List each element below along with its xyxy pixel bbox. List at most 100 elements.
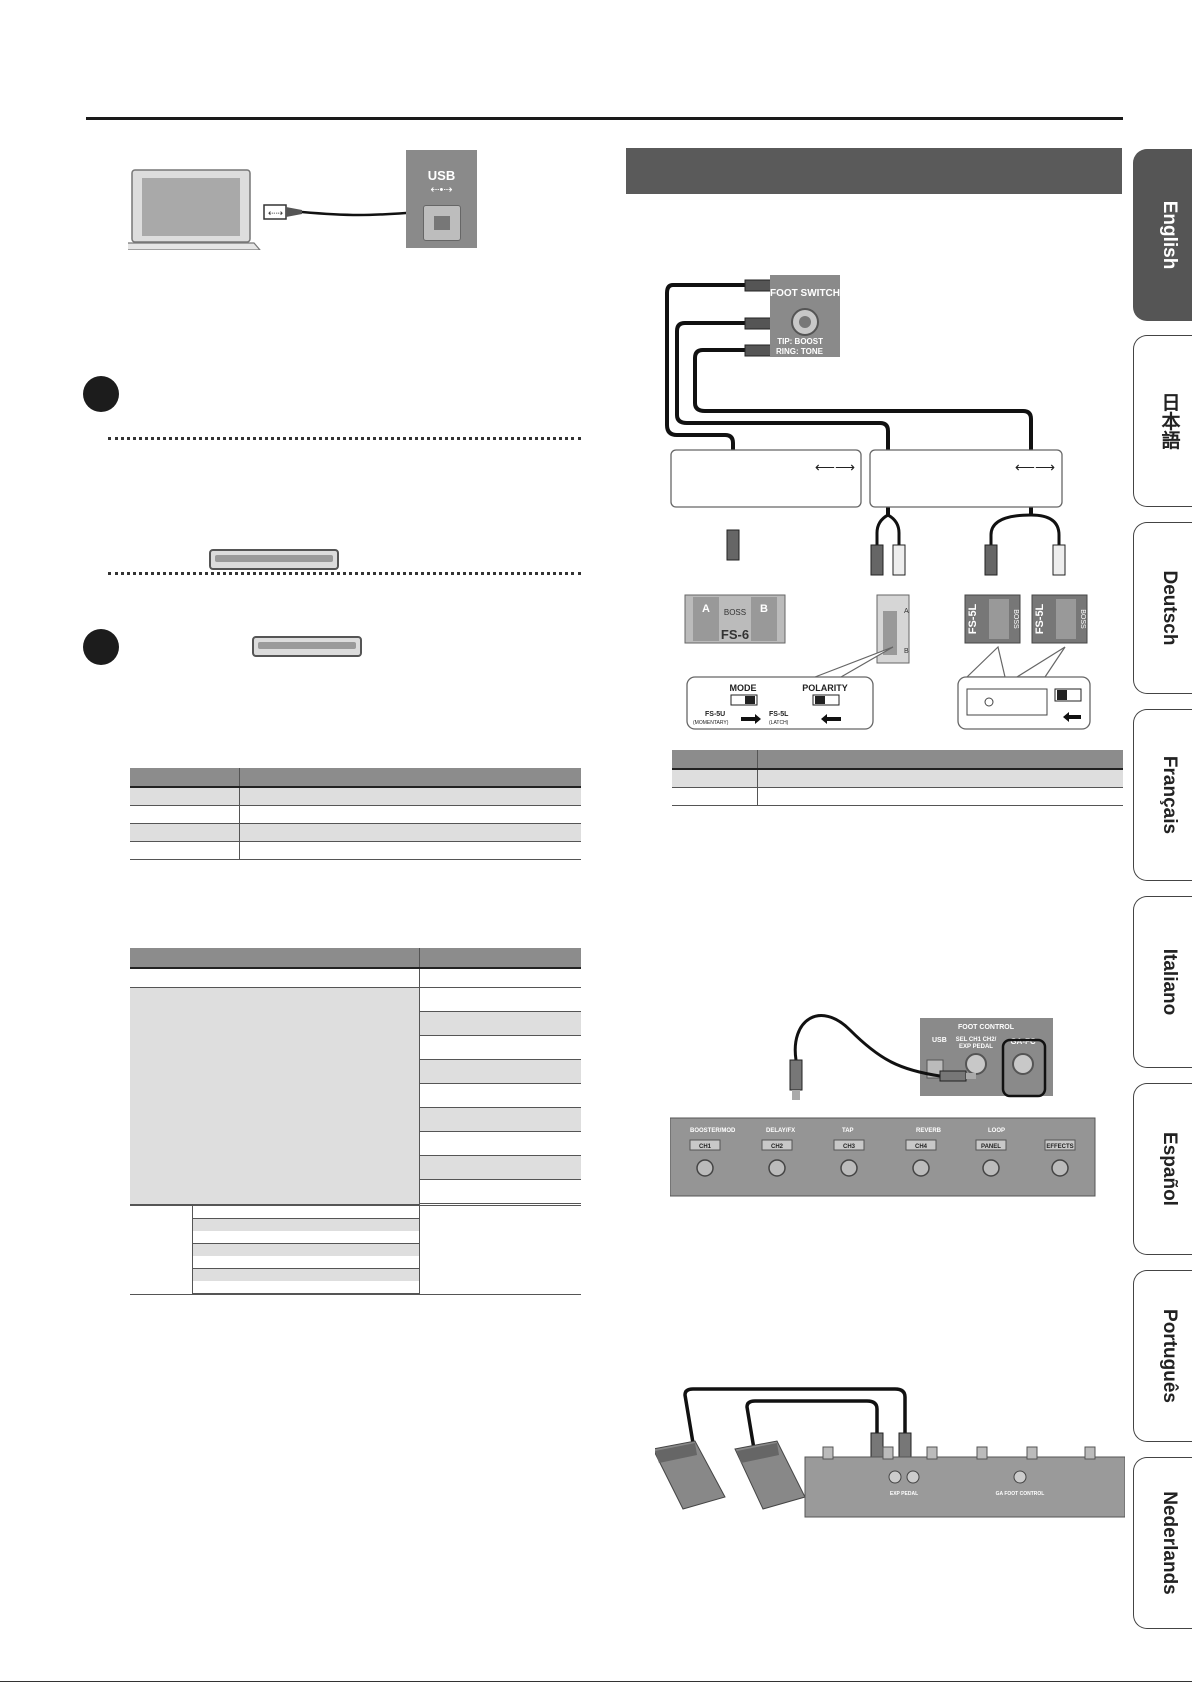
table-cell xyxy=(420,1012,581,1036)
ga-fc-footswitch-icon xyxy=(912,1159,930,1177)
note-divider-top xyxy=(108,437,581,440)
table-cell xyxy=(420,1180,581,1204)
svg-text:FS-5U: FS-5U xyxy=(705,711,725,718)
settings-table-3 xyxy=(672,750,1123,806)
ga-fc-group-label: LOOP xyxy=(988,1128,1005,1134)
ga-fc-button-label: CH1 xyxy=(699,1144,712,1150)
svg-text:BOSS: BOSS xyxy=(1012,609,1019,629)
svg-text:(LATCH): (LATCH) xyxy=(769,720,789,726)
tab-deutsch[interactable]: Deutsch xyxy=(1133,522,1192,694)
ga-fc-button-label-box xyxy=(761,1139,793,1151)
tab-label: Français xyxy=(1159,755,1180,835)
ga-fc-button-label: CH3 xyxy=(843,1144,856,1150)
tab-portugues[interactable]: Português xyxy=(1133,1270,1192,1442)
settings-table-2 xyxy=(130,948,581,1295)
svg-text:A: A xyxy=(702,603,710,615)
table-cell xyxy=(420,1108,581,1132)
section-heading-bar xyxy=(626,148,1122,194)
inline-button-graphic xyxy=(209,549,339,570)
svg-text:MODE: MODE xyxy=(730,683,757,693)
ga-fc-button-label: PANEL xyxy=(981,1144,1001,1150)
ga-fc-group-label: TAP xyxy=(842,1128,854,1134)
callout-box-right xyxy=(869,449,1063,508)
table-cell xyxy=(193,1268,419,1282)
mode-switch-icon xyxy=(730,694,758,706)
tab-nederlands[interactable]: Nederlands xyxy=(1133,1457,1192,1629)
svg-text:GA FOOT CONTROL: GA FOOT CONTROL xyxy=(996,1491,1045,1497)
ga-fc-button-label-box xyxy=(833,1139,865,1151)
table-cell xyxy=(193,1206,419,1219)
svg-text:SEL CH1 CH2/: SEL CH1 CH2/ xyxy=(956,1037,997,1043)
ga-fc-footswitch-icon xyxy=(840,1159,858,1177)
svg-text:FS-5L: FS-5L xyxy=(769,711,789,718)
ga-fc-footswitch-icon xyxy=(1051,1159,1069,1177)
tab-label: Português xyxy=(1159,1309,1180,1403)
foot-switch-title: FOOT SWITCH xyxy=(770,288,840,299)
ga-fc-unit xyxy=(670,1117,1096,1197)
table-cell xyxy=(193,1218,419,1232)
table-cell xyxy=(420,1156,581,1180)
table-cell xyxy=(420,1132,581,1156)
ga-fc-button-label-box xyxy=(1044,1139,1076,1151)
ga-fc-button-label-box xyxy=(689,1139,721,1151)
tab-label: Nederlands xyxy=(1159,1491,1180,1595)
expression-pedal-1 xyxy=(655,1440,726,1510)
usb-symbol-icon: ⇠•⇢ xyxy=(430,184,453,196)
tab-label: English xyxy=(1159,200,1180,270)
table-cell xyxy=(420,1084,581,1108)
step-2-marker xyxy=(83,629,119,665)
usb-panel-label: USB xyxy=(427,168,456,183)
arrow-right-icon xyxy=(741,714,761,724)
fs5l-pedal-2: FS-5L BOSS xyxy=(1031,594,1088,644)
ga-fc-group-label: REVERB xyxy=(916,1128,942,1134)
ga-fc-jack-icon xyxy=(1012,1053,1034,1075)
table-cell xyxy=(420,1060,581,1084)
tab-label: 日本語 xyxy=(1158,392,1180,450)
ga-foot-control-jack-icon xyxy=(1013,1470,1027,1484)
tab-english[interactable]: English xyxy=(1133,149,1192,321)
svg-text:BOSS: BOSS xyxy=(724,608,746,617)
top-rule xyxy=(86,117,1123,120)
svg-text:(MOMENTARY): (MOMENTARY) xyxy=(693,720,729,726)
svg-text:⟵⟶: ⟵⟶ xyxy=(1015,459,1055,475)
note-divider-bottom xyxy=(108,572,581,575)
fs6-pedal: A B BOSS FS-6 xyxy=(684,594,786,644)
svg-text:POLARITY: POLARITY xyxy=(802,683,848,693)
svg-text:B: B xyxy=(760,603,768,615)
tab-espanol[interactable]: Español xyxy=(1133,1083,1192,1255)
table-cell xyxy=(420,1036,581,1060)
ga-fc-footswitch-icon xyxy=(768,1159,786,1177)
svg-text:B: B xyxy=(904,648,909,655)
ga-fc-button-label-box xyxy=(975,1139,1007,1151)
ga-fc-footswitch-icon xyxy=(982,1159,1000,1177)
ring-label: RING: TONE xyxy=(776,347,824,356)
svg-text:FS-6: FS-6 xyxy=(721,627,749,642)
tab-japanese[interactable]: 日本語 xyxy=(1133,335,1192,507)
table-cell xyxy=(193,1256,419,1269)
tab-italiano[interactable]: Italiano xyxy=(1133,896,1192,1068)
laptop-icon xyxy=(128,169,261,250)
usb-connection-illustration: ⇠⇢ ⇠⇢ xyxy=(128,169,453,250)
svg-text:⟵⟶: ⟵⟶ xyxy=(815,459,855,475)
table-cell xyxy=(420,988,581,1012)
expression-pedal-diagram: EXP PEDAL GA FOOT CONTROL xyxy=(655,1387,1125,1518)
arrow-left-icon xyxy=(821,714,841,724)
tab-francais[interactable]: Français xyxy=(1133,709,1192,881)
svg-text:EXP PEDAL: EXP PEDAL xyxy=(890,1491,918,1497)
fs5l-pedal-1: FS-5L BOSS xyxy=(964,594,1021,644)
tab-label: Deutsch xyxy=(1159,570,1180,646)
ga-fc-button-label: CH4 xyxy=(915,1144,928,1150)
ga-fc-group-label: BOOSTER/MOD xyxy=(690,1128,736,1134)
svg-text:⇠⇢: ⇠⇢ xyxy=(268,208,284,218)
svg-text:FS-5L: FS-5L xyxy=(967,603,979,634)
tab-label: Italiano xyxy=(1159,948,1180,1016)
step-1-marker xyxy=(83,376,119,412)
usb-port-panel: USB ⇠•⇢ xyxy=(406,150,477,248)
tip-label: TIP: BOOST xyxy=(777,337,823,346)
svg-text:GA-FC: GA-FC xyxy=(1010,1037,1036,1046)
exp-jack-2-icon xyxy=(906,1470,920,1484)
amp-rear-panel xyxy=(804,1456,1125,1518)
bottom-rule xyxy=(0,1681,1192,1682)
table-cell xyxy=(193,1281,419,1294)
callout-box-left xyxy=(670,449,862,508)
